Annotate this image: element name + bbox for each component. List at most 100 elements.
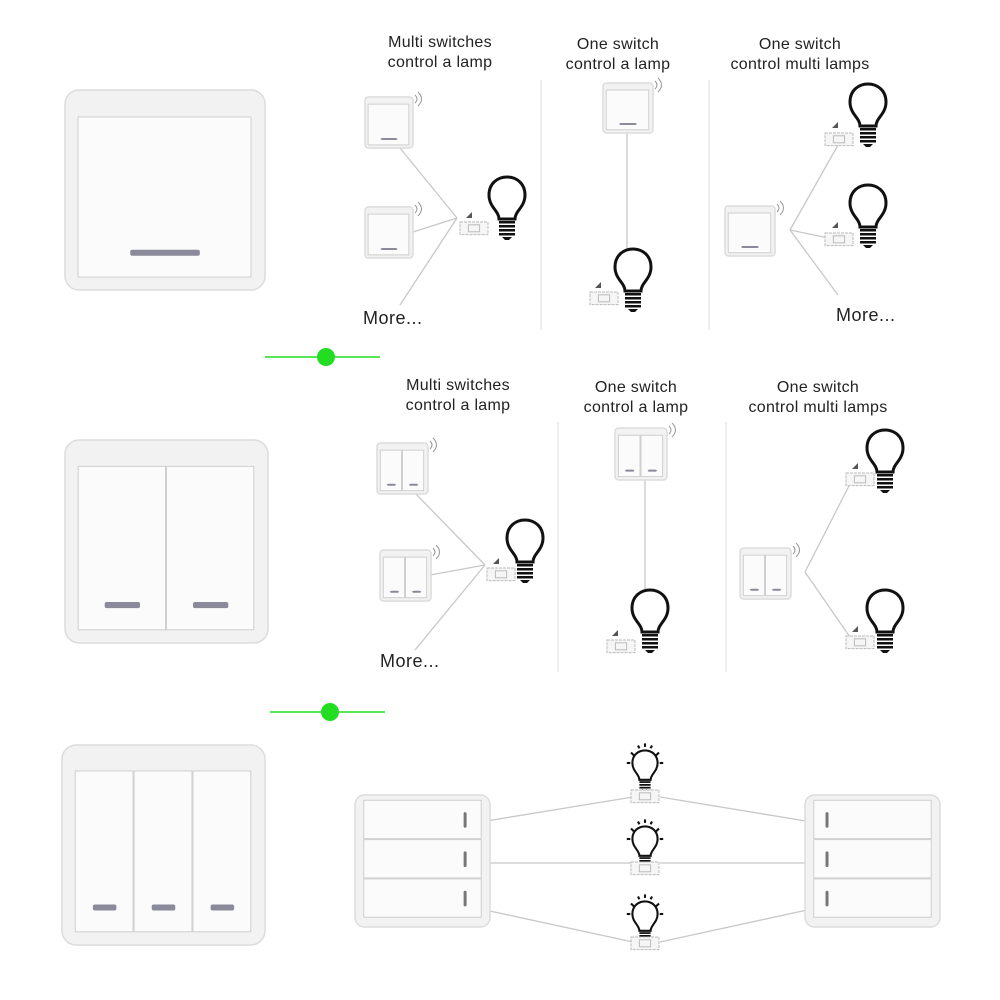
- wireless-signal-icon: [414, 91, 422, 107]
- bulb-base-ring: [860, 237, 876, 240]
- bulb-glass: [630, 588, 670, 634]
- rocker: [405, 556, 428, 599]
- receiver-module: [606, 639, 636, 654]
- bulb-base-ring: [499, 225, 515, 228]
- indicator-led: [749, 588, 759, 591]
- light-ray: [630, 827, 635, 833]
- receiver-terminal: [832, 135, 846, 144]
- bulb-base-ring: [517, 572, 533, 575]
- bulb-base-ring: [860, 128, 876, 131]
- light-ray: [655, 827, 660, 833]
- triple-switch-right: [804, 794, 941, 928]
- light-bulb-icon: [848, 183, 888, 248]
- bulb-base-ring: [860, 229, 876, 232]
- wall-switch: [364, 91, 422, 149]
- rocker: [367, 213, 410, 256]
- bulb-glass: [613, 247, 653, 293]
- bulb-base-ring: [625, 293, 641, 296]
- receiver-module: [845, 472, 875, 487]
- rocker: [742, 554, 766, 597]
- wireless-signal-icon: [414, 201, 422, 217]
- receiver-body: [824, 232, 854, 247]
- bulb-base-ring: [639, 857, 651, 859]
- receiver-module: [845, 635, 875, 650]
- bulb-glass: [848, 183, 888, 229]
- indicator-led: [409, 483, 419, 486]
- receiver-body: [486, 567, 516, 582]
- rocker: [813, 878, 932, 918]
- receiver-body: [630, 861, 660, 876]
- bulb-tip: [880, 490, 890, 493]
- bulb-base-ring: [877, 486, 893, 489]
- bulb-glass: [865, 428, 905, 474]
- connection-line: [789, 229, 839, 296]
- connection-line: [804, 479, 853, 573]
- wireless-signal-icon: [432, 544, 440, 560]
- indicator-led: [380, 137, 398, 140]
- receiver-module: [630, 936, 660, 951]
- indicator-led: [647, 469, 657, 472]
- connection-line: [399, 217, 458, 306]
- light-bulb-icon: [626, 743, 664, 795]
- receiver-body: [630, 789, 660, 804]
- bulb-base-ring: [642, 646, 658, 649]
- receiver-body: [459, 221, 489, 236]
- bulb-glass: [487, 175, 527, 221]
- wireless-signal-icon: [466, 212, 472, 218]
- receiver-body: [630, 936, 660, 951]
- light-bulb-icon: [505, 518, 545, 583]
- bulb-base-ring: [877, 474, 893, 477]
- bulb-base-ring: [499, 233, 515, 236]
- light-bulb-icon: [848, 82, 888, 147]
- indicator-led: [825, 890, 829, 907]
- single-gang-switch: [64, 89, 266, 291]
- bulb-glass: [631, 900, 659, 932]
- wall-switch: [364, 201, 422, 259]
- bulb-base-ring: [639, 781, 651, 783]
- bulb-base-ring: [860, 136, 876, 139]
- light-ray: [630, 751, 635, 757]
- more-label: More...: [380, 651, 440, 671]
- receiver-body: [824, 132, 854, 147]
- receiver-terminal: [494, 570, 508, 579]
- rocker: [765, 554, 788, 597]
- receiver-terminal: [853, 638, 867, 647]
- rocker: [402, 449, 425, 492]
- receiver-body: [845, 472, 875, 487]
- connection-line: [399, 147, 458, 219]
- wireless-signal-icon: [852, 463, 858, 469]
- rocker: [379, 449, 403, 492]
- bulb-glass: [505, 518, 545, 564]
- more-label: More...: [836, 305, 896, 325]
- wireless-signal-icon: [776, 200, 784, 216]
- receiver-body: [589, 291, 619, 306]
- wireless-signal-icon: [612, 630, 618, 636]
- rocker: [813, 799, 932, 840]
- light-ray: [655, 751, 660, 757]
- receiver-terminal: [614, 642, 628, 651]
- indicator-led: [380, 247, 398, 250]
- bulb-base-ring: [639, 935, 651, 937]
- bulb-tip: [863, 245, 873, 248]
- connection-line: [659, 796, 831, 826]
- separator-dot: [317, 348, 335, 366]
- more-label: More...: [363, 308, 423, 328]
- rocker: [640, 434, 664, 478]
- bulb-base-ring: [639, 932, 651, 934]
- indicator-led: [625, 469, 635, 472]
- bulb-base-ring: [642, 642, 658, 645]
- light-ray: [630, 902, 635, 908]
- receiver-terminal: [638, 792, 652, 801]
- indicator-led: [772, 588, 782, 591]
- bulb-base-ring: [517, 576, 533, 579]
- indicator-led: [825, 851, 829, 868]
- light-bulb-icon: [626, 819, 664, 871]
- indicator-led: [92, 904, 117, 911]
- receiver-terminal: [597, 294, 611, 303]
- separator-dot: [321, 703, 339, 721]
